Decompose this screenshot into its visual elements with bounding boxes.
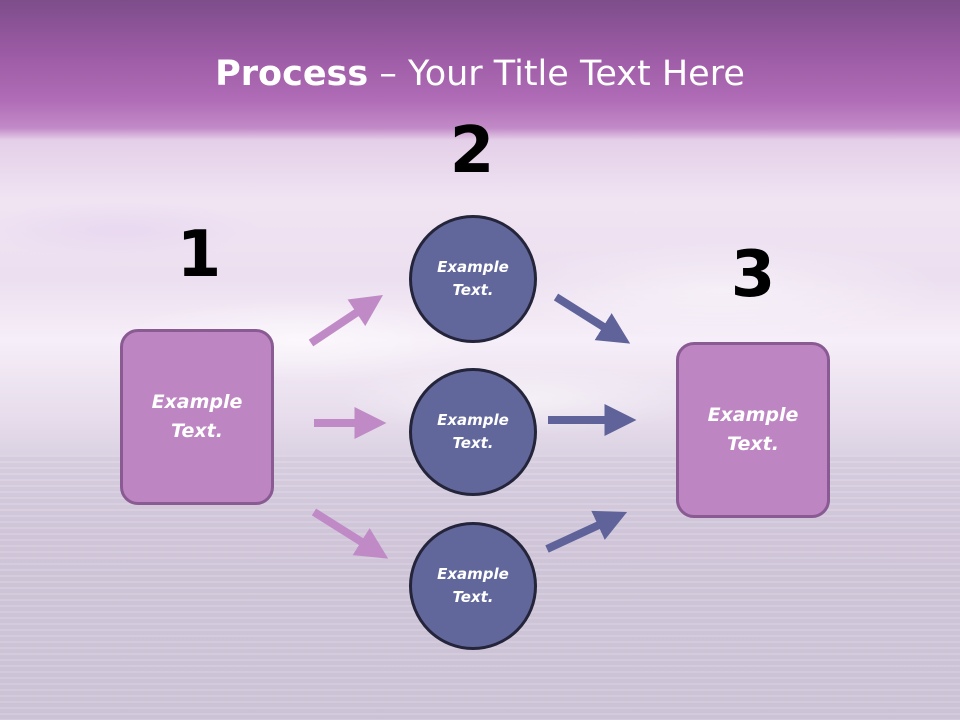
left-arrows bbox=[308, 295, 389, 559]
circle-top-line2: Text. bbox=[452, 281, 494, 299]
left-box-line1: Example bbox=[151, 391, 243, 413]
step-number-1: 1 bbox=[176, 218, 222, 292]
circle-top: Example Text. bbox=[409, 215, 537, 343]
left-box: Example Text. bbox=[120, 329, 274, 505]
left-box-line2: Text. bbox=[171, 420, 223, 442]
circle-top-line1: Example bbox=[437, 258, 509, 276]
circle-bottom-line2: Text. bbox=[452, 588, 494, 606]
right-box: Example Text. bbox=[676, 342, 830, 518]
circle-middle-line1: Example bbox=[437, 411, 509, 429]
slide-title: Process – Your Title Text Here bbox=[0, 52, 960, 96]
step-number-2: 2 bbox=[449, 114, 495, 188]
step-number-3: 3 bbox=[730, 238, 776, 312]
right-box-line2: Text. bbox=[727, 433, 779, 455]
circle-middle-line2: Text. bbox=[452, 434, 494, 452]
title-rest: – Your Title Text Here bbox=[368, 54, 745, 94]
arrow-left-up bbox=[308, 295, 383, 347]
right-arrows bbox=[545, 293, 637, 553]
arrow-right-up bbox=[545, 510, 628, 553]
circle-bottom-line1: Example bbox=[437, 565, 509, 583]
right-box-line1: Example bbox=[707, 404, 799, 426]
title-bold: Process bbox=[215, 54, 369, 94]
circle-bottom: Example Text. bbox=[409, 522, 537, 650]
circle-middle: Example Text. bbox=[409, 368, 537, 496]
arrow-right-down bbox=[553, 293, 631, 344]
arrow-left-down bbox=[311, 508, 389, 559]
